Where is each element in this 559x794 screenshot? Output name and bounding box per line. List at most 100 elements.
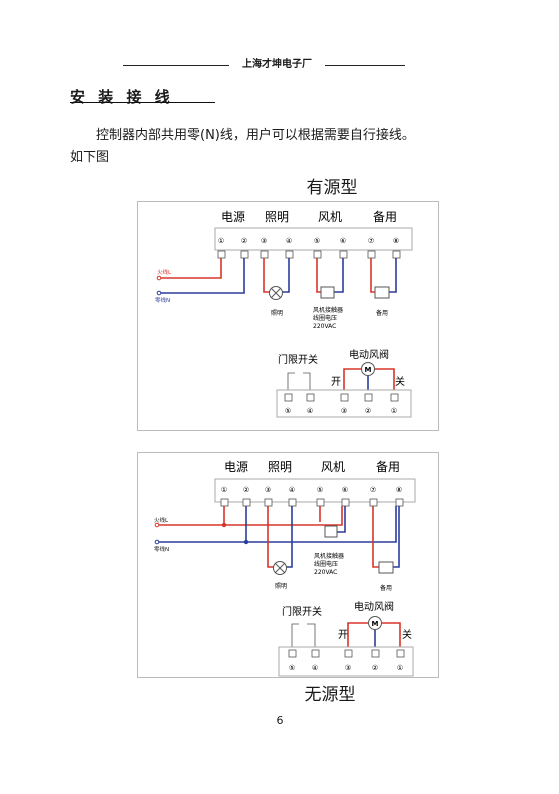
spare-label: 备用 [376,309,388,317]
lighting-live-wire [263,258,270,293]
header-text: 上海才坤电子厂 [229,59,325,71]
section-title-underline [70,102,215,103]
lighting-neutral-wire [286,506,293,568]
contactor-label-line: 风机接触器 [314,552,344,560]
terminal-box [284,393,293,402]
terminal-box [217,250,226,259]
diagram-1-title: 有源型 [306,178,358,198]
header-rule-left [123,65,229,66]
terminal-label: ⑦ [368,237,374,245]
paragraph-line-1: 控制器内部共用零(N)线，用户可以根据需要自行接线。 [96,128,415,143]
contactor-label-line: 线圈电压 [313,314,337,322]
valve-open-label: 开 [338,630,348,641]
door-switch-label: 门限开关 [278,353,318,366]
terminal-label: ① [397,664,403,672]
terminal-label: ① [218,237,224,245]
valve-label: 电动风阀 [354,600,394,613]
valve-open-wire [347,622,368,648]
valve-open-wire [343,368,361,391]
valve-label: 电动风阀 [349,348,389,361]
contactor-label-line: 220VAC [314,569,337,576]
terminal-label: ⑦ [370,486,376,494]
terminal-box [313,250,322,259]
terminal-label: ⑤ [314,237,320,245]
terminal-label: ⑥ [342,486,348,494]
lamp-label: 照明 [275,583,287,590]
fan-neutral-wire [334,258,344,293]
contactor-coil-icon [320,286,335,299]
terminal-box [240,250,249,259]
group-label-power: 电源 [221,210,245,224]
group-label-fan: 风机 [321,460,345,474]
terminal-label: ③ [261,237,267,245]
lighting-live-wire [267,506,274,568]
terminal-box [260,250,269,259]
controller-terminal-block [214,227,413,251]
spare-live-wire [372,506,379,568]
terminal-label: ⑤ [317,486,323,494]
live-wire [161,258,222,279]
contactor-coil-icon [324,525,338,538]
terminal-label: ① [391,407,397,415]
terminal-label: ② [243,486,249,494]
section-title: 安 装 接 线 [70,88,174,106]
paragraph-line-2: 如下图 [70,150,110,165]
lamp-icon [271,288,281,298]
motor-icon [368,616,382,630]
group-label-power: 电源 [224,460,248,474]
spare-neutral-wire [389,258,397,293]
terminal-box [288,649,297,658]
terminal-box [220,498,229,507]
neutral-bus-wire [159,506,397,543]
neutral-wire-label: 零线N [155,296,170,304]
neutral-wire [161,258,245,294]
terminal-box [392,250,401,259]
valve-close-label: 关 [402,628,412,641]
terminal-box [306,393,315,402]
contactor-label-line: 220VAC [313,323,336,330]
terminal-box [371,649,380,658]
diagram-2-title: 无源型 [304,685,356,705]
wiring-diagram-active: 电源 照明 风机 备用 ① ② ③ ④ ⑤ ⑥ ⑦ ⑧ 火线L 零线N 照明 [137,201,439,431]
spare-label: 备用 [380,584,392,592]
terminal-label: ③ [265,486,271,494]
terminal-label: ④ [307,407,313,415]
terminal-label: ⑤ [285,407,291,415]
terminal-label: ① [221,486,227,494]
terminal-box [369,498,378,507]
valve-open-label: 开 [331,377,341,388]
terminal-box [288,498,297,507]
group-label-spare: 备用 [373,210,397,224]
controller-terminal-block [214,478,416,503]
fan-live-wire [316,258,321,293]
door-switch-label: 门限开关 [282,605,322,618]
contactor-label-line: 线圈电压 [314,560,338,568]
terminal-box [264,498,273,507]
terminal-box [364,393,373,402]
lamp-icon [275,563,285,573]
valve-close-label: 关 [395,375,405,388]
spare-live-wire [370,258,375,293]
spare-load-icon [378,561,394,574]
terminal-box [311,649,320,658]
terminal-label: ③ [341,407,347,415]
group-label-lighting: 照明 [265,210,289,224]
terminal-label: ② [241,237,247,245]
terminal-label: ④ [312,664,318,672]
neutral-input-point [156,290,162,296]
terminal-label: ⑤ [289,664,295,672]
terminal-box [341,498,350,507]
terminal-label: ② [372,664,378,672]
header-rule-right [325,65,405,66]
group-label-spare: 备用 [376,460,400,474]
motor-symbol: M [365,366,372,374]
terminal-box [285,250,294,259]
door-switch-icon [287,372,295,391]
terminal-label: ② [365,407,371,415]
neutral-input-point [154,539,160,545]
group-label-lighting: 照明 [268,460,292,474]
terminal-box [396,649,405,658]
live-bus-wire [159,506,343,526]
terminal-box [390,393,399,402]
motor-symbol: M [372,620,379,628]
